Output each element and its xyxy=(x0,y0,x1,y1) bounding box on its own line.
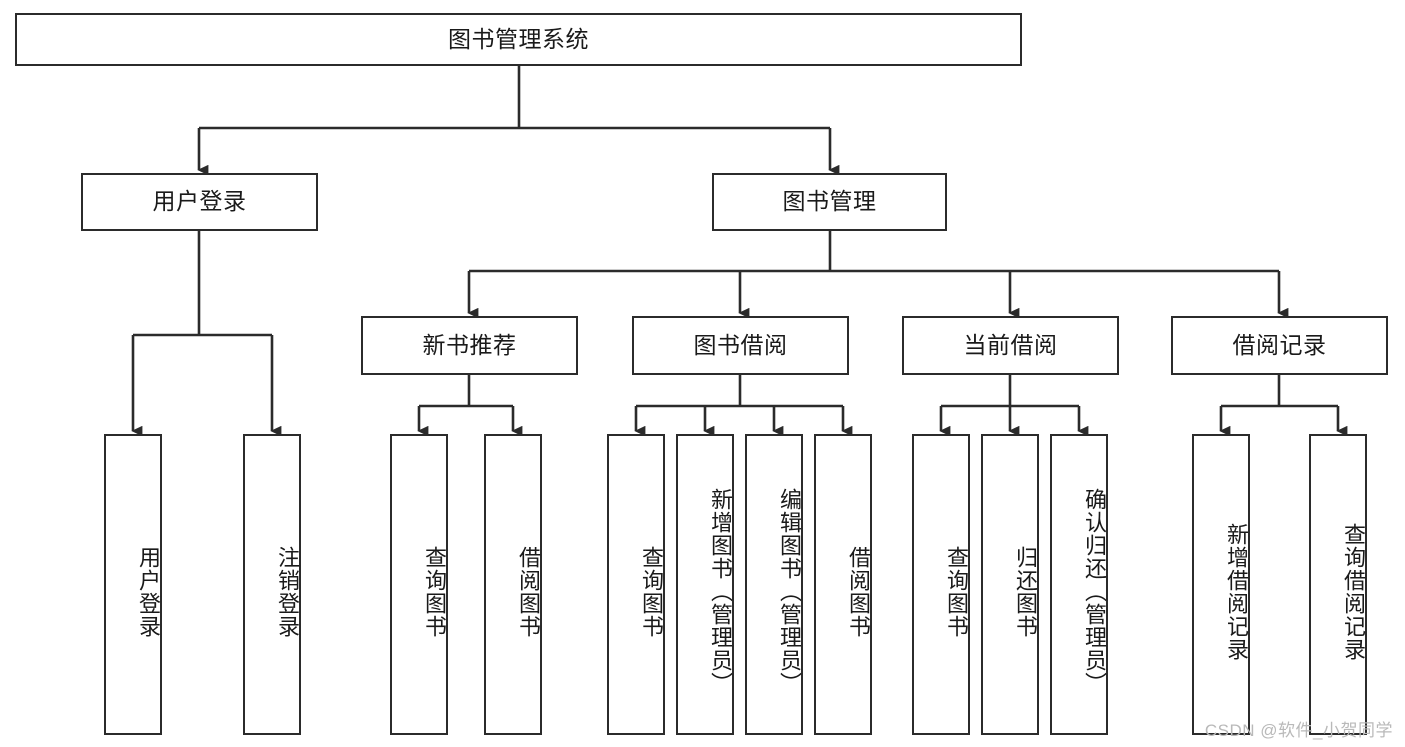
node-label: 图书管理系统 xyxy=(448,25,589,52)
node-label: 借阅图书 xyxy=(846,545,871,638)
node-label: 借阅图书 xyxy=(516,545,541,638)
node-new-book-recommendation[interactable]: 新书推荐 xyxy=(361,316,578,375)
node-label: 用户登录 xyxy=(152,188,247,215)
node-label: 图书管理 xyxy=(782,188,877,215)
leaf-user-login[interactable]: 用户登录 xyxy=(104,434,162,735)
leaf-query-books-newbooks[interactable]: 查询图书 xyxy=(390,434,448,735)
node-label: 确认归还（管理员） xyxy=(1082,488,1107,695)
node-label: 查询图书 xyxy=(944,545,969,638)
leaf-query-books-current[interactable]: 查询图书 xyxy=(912,434,970,735)
leaf-query-books-borrow[interactable]: 查询图书 xyxy=(607,434,665,735)
node-label: 新增借阅记录 xyxy=(1224,522,1249,661)
node-label: 查询图书 xyxy=(639,545,664,638)
node-label: 注销登录 xyxy=(275,545,300,638)
leaf-return-books[interactable]: 归还图书 xyxy=(981,434,1039,735)
node-label: 当前借阅 xyxy=(963,331,1058,358)
node-label: 借阅记录 xyxy=(1232,331,1327,358)
node-label: 编辑图书（管理员） xyxy=(777,488,802,695)
node-root-book-management-system[interactable]: 图书管理系统 xyxy=(15,13,1022,66)
leaf-confirm-return-admin[interactable]: 确认归还（管理员） xyxy=(1050,434,1108,735)
leaf-add-borrow-record[interactable]: 新增借阅记录 xyxy=(1192,434,1250,735)
leaf-borrow-books-newbooks[interactable]: 借阅图书 xyxy=(484,434,542,735)
leaf-borrow-books-borrow[interactable]: 借阅图书 xyxy=(814,434,872,735)
node-label: 查询图书 xyxy=(422,545,447,638)
node-user-login[interactable]: 用户登录 xyxy=(81,173,318,231)
node-label: 归还图书 xyxy=(1013,545,1038,638)
node-borrow-records[interactable]: 借阅记录 xyxy=(1171,316,1388,375)
node-book-borrowing[interactable]: 图书借阅 xyxy=(632,316,849,375)
node-label: 查询借阅记录 xyxy=(1341,522,1366,661)
node-label: 新增图书（管理员） xyxy=(708,488,733,695)
node-label: 图书借阅 xyxy=(693,331,788,358)
node-label: 用户登录 xyxy=(136,545,161,638)
node-book-management[interactable]: 图书管理 xyxy=(712,173,947,231)
node-current-borrowing[interactable]: 当前借阅 xyxy=(902,316,1119,375)
leaf-edit-book-admin[interactable]: 编辑图书（管理员） xyxy=(745,434,803,735)
leaf-query-borrow-record[interactable]: 查询借阅记录 xyxy=(1309,434,1367,735)
leaf-add-book-admin[interactable]: 新增图书（管理员） xyxy=(676,434,734,735)
node-label: 新书推荐 xyxy=(422,331,517,358)
leaf-logout[interactable]: 注销登录 xyxy=(243,434,301,735)
